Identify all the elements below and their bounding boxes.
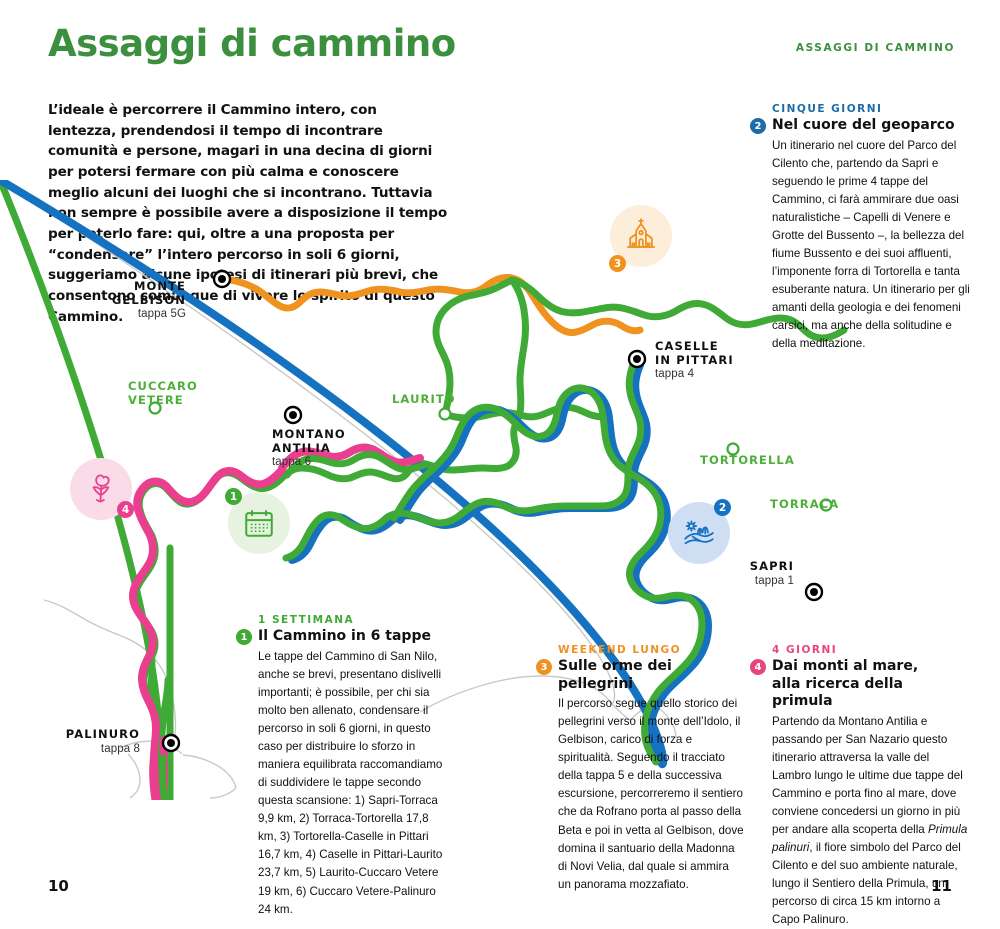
map-label-stage: tappa 5G xyxy=(88,308,186,322)
itinerary-kicker-2: CINQUE GIORNI xyxy=(772,103,972,115)
map-label-monte-gelbison: MONTE GELBISON tappa 5G xyxy=(88,280,186,322)
itinerary-title-4: Dai monti al mare, alla ricerca della pr… xyxy=(772,658,968,711)
page-title: Assaggi di cammino xyxy=(48,24,456,65)
badge-number: 2 xyxy=(714,499,731,516)
itinerary-number-3: 3 xyxy=(536,659,552,675)
itinerary-block-4: 4 4 GIORNI Dai monti al mare, alla ricer… xyxy=(772,644,968,929)
page-number-left: 10 xyxy=(48,877,69,895)
itinerary-body-2: Un itinerario nel cuore del Parco del Ci… xyxy=(772,137,972,354)
itinerary-body-4-part1: Partendo da Montano Antilia e passando p… xyxy=(772,715,963,836)
map-label-caselle-in-pittari: CASELLE IN PITTARI tappa 4 xyxy=(655,340,734,382)
map-label-text: MONTANO xyxy=(272,427,346,441)
map-label-text: CUCCARO xyxy=(128,379,198,393)
map-label-torraca: TORRACA xyxy=(770,498,839,512)
map-label-laurito: LAURITO xyxy=(392,393,456,407)
badge-itinerary-3[interactable]: 3 xyxy=(610,205,672,267)
itinerary-body-4: Partendo da Montano Antilia e passando p… xyxy=(772,713,968,929)
map-label-sapri: SAPRI tappa 1 xyxy=(704,560,794,588)
map-label-text2: VETERE xyxy=(128,393,184,407)
badge-itinerary-4[interactable]: 4 xyxy=(70,458,132,520)
itinerary-body-1: Le tappe del Cammino di San Nilo, anche … xyxy=(258,648,446,919)
map-label-stage: tappa 8 xyxy=(40,743,140,757)
itinerary-body-3: Il percorso segue quello storico dei pel… xyxy=(558,695,744,894)
map-label-text: CASELLE xyxy=(655,339,719,353)
itinerary-number-4: 4 xyxy=(750,659,766,675)
itinerary-kicker-3: WEEKEND LUNGO xyxy=(558,644,744,656)
map-label-text2: ANTILIA xyxy=(272,441,331,455)
itinerary-title-2: Nel cuore del geoparco xyxy=(772,117,972,135)
itinerary-block-3: 3 WEEKEND LUNGO Sulle orme dei pellegrin… xyxy=(558,644,744,894)
map-label-text: PALINURO xyxy=(66,727,140,741)
map-label-text2: GELBISON xyxy=(112,293,186,307)
map-label-text2: IN PITTARI xyxy=(655,353,734,367)
map-label-montano-antilia: MONTANO ANTILIA tappa 6 xyxy=(272,428,346,470)
badge-itinerary-1[interactable]: 1 xyxy=(228,492,290,554)
map-label-text: MONTE xyxy=(134,279,186,293)
itinerary-block-2: 2 CINQUE GIORNI Nel cuore del geoparco U… xyxy=(772,103,972,353)
itinerary-number-2: 2 xyxy=(750,118,766,134)
map-label-tortorella: TORTORELLA xyxy=(700,454,795,468)
map-label-stage: tappa 4 xyxy=(655,368,734,382)
itinerary-title-3: Sulle orme dei pellegrini xyxy=(558,658,744,693)
badge-number: 3 xyxy=(609,255,626,272)
itinerary-title-4-line1: Dai monti al mare, xyxy=(772,658,918,674)
itinerary-kicker-1: 1 SETTIMANA xyxy=(258,614,446,626)
map-label-cuccaro-vetere: CUCCARO VETERE xyxy=(128,380,198,407)
badge-itinerary-2[interactable]: 2 xyxy=(668,502,730,564)
running-head: ASSAGGI DI CAMMINO xyxy=(796,42,955,54)
badge-number: 4 xyxy=(117,501,134,518)
badge-number: 1 xyxy=(225,488,242,505)
map-label-text: SAPRI xyxy=(750,559,794,573)
itinerary-kicker-4: 4 GIORNI xyxy=(772,644,968,656)
itinerary-title-1: Il Cammino in 6 tappe xyxy=(258,628,446,646)
map-label-stage: tappa 1 xyxy=(704,575,794,589)
map-label-palinuro: PALINURO tappa 8 xyxy=(40,728,140,756)
itinerary-block-1: 1 1 SETTIMANA Il Cammino in 6 tappe Le t… xyxy=(258,614,446,919)
itinerary-number-1: 1 xyxy=(236,629,252,645)
itinerary-title-4-line2: alla ricerca della primula xyxy=(772,676,903,710)
map-label-stage: tappa 6 xyxy=(272,456,346,470)
